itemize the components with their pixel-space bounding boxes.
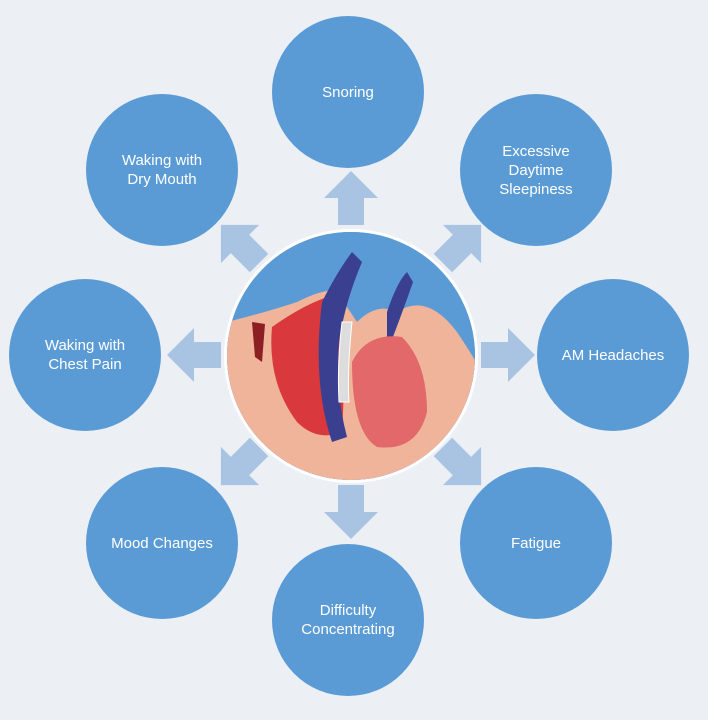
node-mood-changes: Mood Changes [86, 467, 238, 619]
node-fatigue: Fatigue [460, 467, 612, 619]
center-airway-illustration [224, 229, 478, 483]
node-snoring: Snoring [272, 16, 424, 168]
arrow-to-waking-with-dry-mouth [220, 224, 269, 273]
arrow-to-mood-changes [220, 437, 269, 486]
arrow-to-fatigue [433, 437, 482, 486]
node-excessive-daytime-sleepiness: Excessive Daytime Sleepiness [460, 94, 612, 246]
arrow-to-waking-with-chest-pain [167, 328, 221, 382]
node-waking-with-dry-mouth: Waking with Dry Mouth [86, 94, 238, 246]
arrow-to-am-headaches [481, 328, 535, 382]
node-waking-with-chest-pain: Waking with Chest Pain [9, 279, 161, 431]
arrow-to-excessive-daytime-sleepiness [433, 224, 482, 273]
arrow-to-snoring [324, 171, 378, 225]
arrow-to-difficulty-concentrating [324, 485, 378, 539]
node-difficulty-concentrating: Difficulty Concentrating [272, 544, 424, 696]
node-am-headaches: AM Headaches [537, 279, 689, 431]
